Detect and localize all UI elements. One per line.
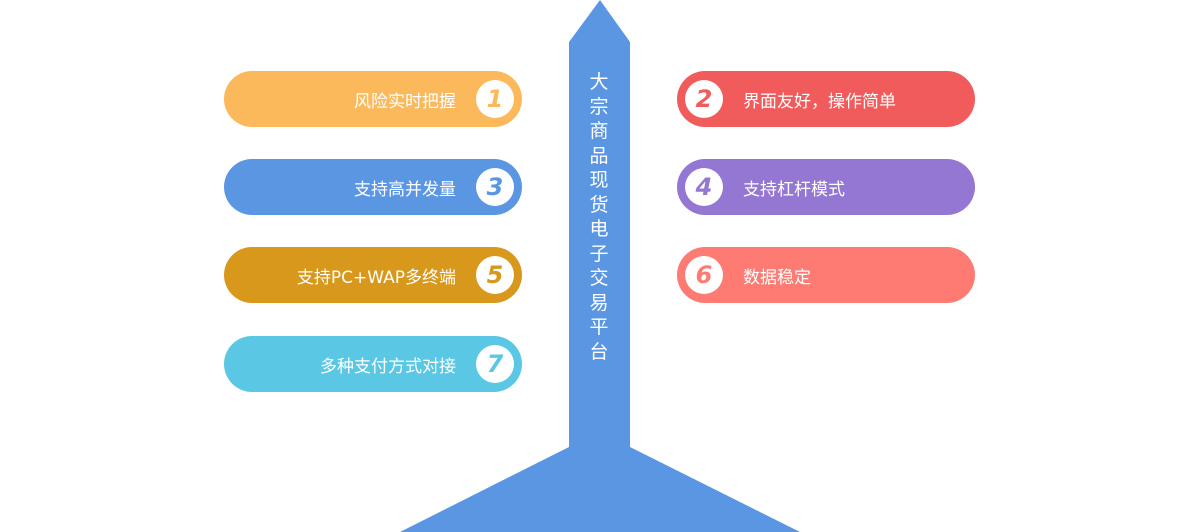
feature-pill-1: 风险实时把握 1 xyxy=(224,71,522,127)
feature-number-badge: 1 xyxy=(476,80,514,118)
feature-number-badge: 2 xyxy=(685,80,723,118)
feature-pill-6: 6 数据稳定 xyxy=(677,247,975,303)
feature-pill-5: 支持PC+WAP多终端 5 xyxy=(224,247,522,303)
feature-label: 界面友好，操作简单 xyxy=(743,91,896,112)
feature-pill-2: 2 界面友好，操作简单 xyxy=(677,71,975,127)
feature-pill-4: 4 支持杠杆模式 xyxy=(677,159,975,215)
arrow-shape xyxy=(400,0,800,532)
feature-number-badge: 3 xyxy=(476,168,514,206)
feature-number-badge: 6 xyxy=(685,256,723,294)
feature-number-badge: 5 xyxy=(476,256,514,294)
feature-label: 支持PC+WAP多终端 xyxy=(296,267,456,288)
feature-number-badge: 4 xyxy=(685,168,723,206)
feature-pill-3: 支持高并发量 3 xyxy=(224,159,522,215)
feature-label: 数据稳定 xyxy=(743,267,811,288)
feature-label: 支持高并发量 xyxy=(354,179,456,200)
feature-label: 支持杠杆模式 xyxy=(743,179,845,200)
feature-pill-7: 多种支付方式对接 7 xyxy=(224,336,522,392)
feature-label: 多种支付方式对接 xyxy=(320,356,456,377)
feature-number-badge: 7 xyxy=(476,345,514,383)
feature-label: 风险实时把握 xyxy=(354,91,456,112)
platform-title: 大宗商品现货电子交易平台 xyxy=(589,71,609,363)
